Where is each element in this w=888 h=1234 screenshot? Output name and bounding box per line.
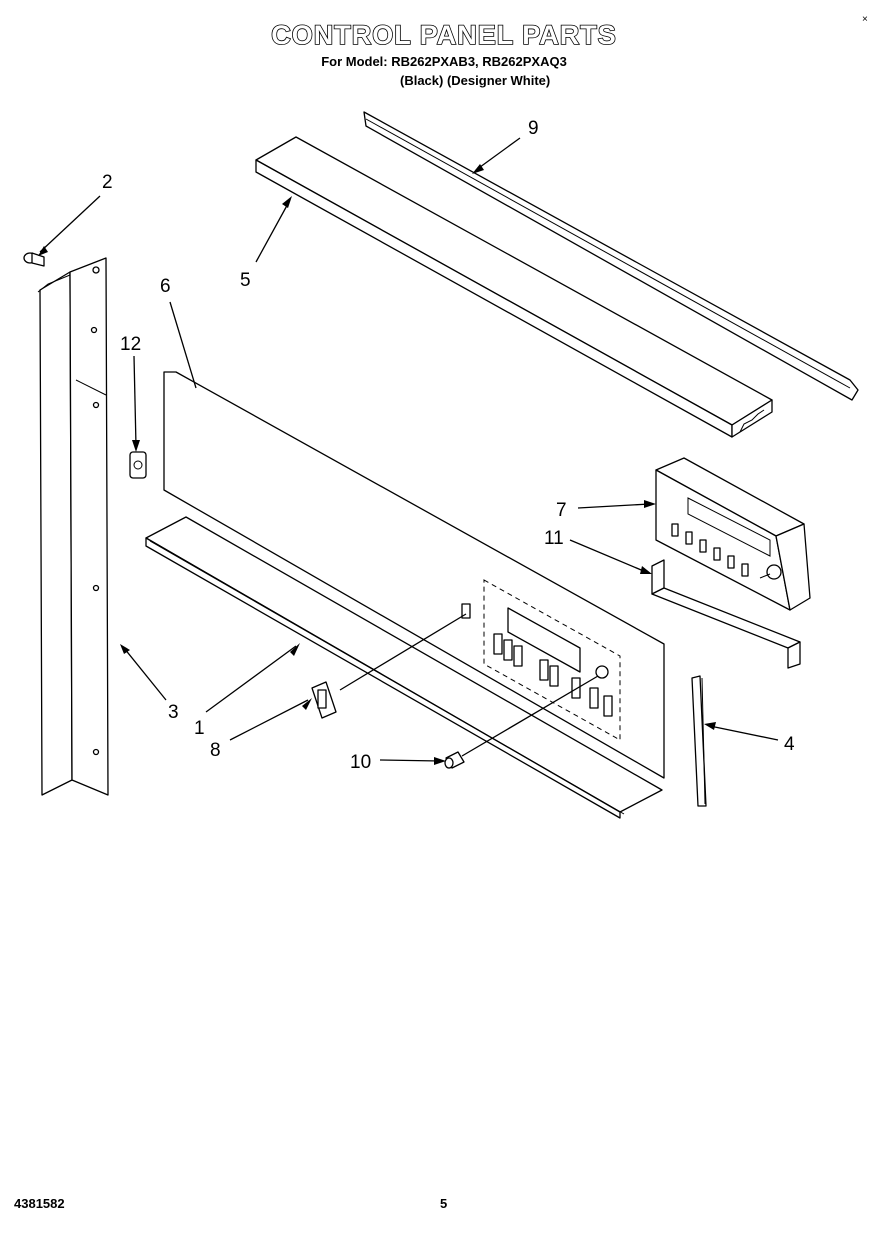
callout-12: 12 [120,334,141,355]
part-3-side-bracket [37,257,109,796]
callout-3: 3 [168,702,179,723]
callout-9: 9 [528,118,539,139]
part-4-vertical-strip [691,675,707,807]
part-5-top-channel [255,136,773,438]
variant-line: (Black) (Designer White) [400,73,551,88]
part-12-clip [129,451,147,479]
part-11-bracket [651,559,801,669]
callout-7: 7 [556,500,567,521]
callout-4: 4 [784,734,795,755]
page-number: 5 [440,1196,448,1211]
control-panel-graphics [461,579,621,741]
corner-mark: × [862,14,868,25]
part-6-overlay-panel [163,371,665,779]
diagram-title: CONTROL PANEL PARTS [270,19,617,51]
part-9-trim-strip [363,111,859,401]
callout-6: 6 [160,276,171,297]
callout-1: 1 [194,718,205,739]
callout-8: 8 [210,740,221,761]
callout-10: 10 [350,752,371,773]
model-line: For Model: RB262PXAB3, RB262PXAQ3 [321,54,567,69]
callout-11: 11 [544,528,564,549]
part-1-lower-channel [145,516,663,819]
part-10-knob [444,751,465,769]
part-2-screw [23,252,45,267]
leader-lines [38,137,779,765]
callout-2: 2 [102,172,113,193]
part-7-control-board [655,457,811,611]
doc-number: 4381582 [14,1196,65,1211]
part-8-switch [311,681,337,719]
callout-5: 5 [240,270,251,291]
